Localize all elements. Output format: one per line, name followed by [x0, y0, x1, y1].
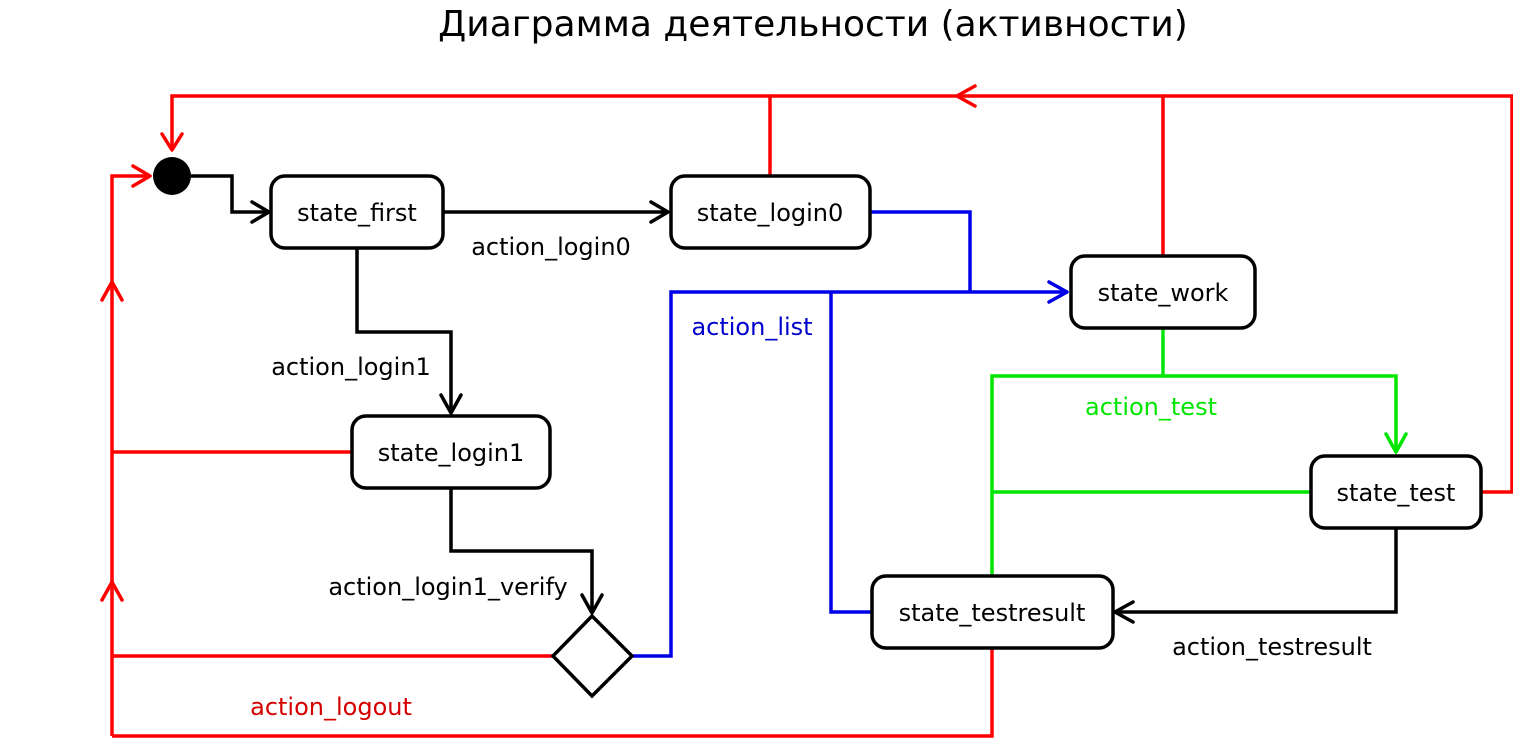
state-work-box: [1069, 254, 1257, 330]
edge-work-to-test: [1161, 328, 1398, 452]
initial-node-icon: [153, 157, 191, 195]
state-login1-box: [350, 414, 552, 490]
arrowhead-into-work: [1047, 280, 1069, 304]
arrowhead-into-test: [1384, 432, 1408, 454]
edge-first-to-login1: [355, 248, 453, 412]
state-first[interactable]: state_first: [269, 174, 445, 250]
state-login0[interactable]: state_login0: [669, 174, 872, 250]
state-testresult[interactable]: state_testresult: [870, 574, 1115, 650]
state-login0-label: state_login0: [697, 199, 844, 227]
green-test-edges: [990, 328, 1408, 576]
label-action-list: action_list: [691, 313, 812, 341]
label-action-test: action_test: [1085, 393, 1217, 421]
edge-testresult-logout: [112, 648, 994, 738]
edge-login0-to-work: [870, 210, 972, 292]
decision-diamond-icon: [550, 613, 635, 699]
edge-decision-to-work: [632, 290, 1063, 658]
edge-login0-to-start: [170, 94, 772, 176]
edge-start-to-first: [190, 174, 268, 214]
state-first-box: [269, 174, 445, 250]
diagram-title: Диаграмма деятельности (активности): [438, 4, 1188, 45]
state-test-box: [1309, 454, 1483, 530]
black-flow-edges: [190, 174, 1398, 624]
arrowhead-top-left: [955, 84, 977, 108]
label-action-testresult: action_testresult: [1172, 633, 1372, 661]
state-testresult-box: [870, 574, 1115, 650]
edge-left-return: [110, 174, 150, 736]
label-action-login1-verify: action_login1_verify: [328, 573, 567, 601]
state-login1-label: state_login1: [378, 439, 525, 467]
state-work[interactable]: state_work: [1069, 254, 1257, 330]
edge-test-to-testresult: [1116, 528, 1398, 614]
label-action-logout: action_logout: [250, 693, 412, 721]
blue-list-edges: [632, 210, 1069, 658]
arrowhead-into-start-left: [131, 164, 152, 188]
state-test-label: state_test: [1337, 479, 1456, 507]
edge-test-to-start: [1163, 94, 1513, 494]
arrowhead-into-start-top: [160, 132, 184, 152]
state-login0-box: [669, 174, 872, 250]
arrowhead-into-first: [250, 200, 271, 224]
state-login1[interactable]: state_login1: [350, 414, 552, 490]
arrowhead-left-up-2: [100, 580, 124, 602]
edge-login1-to-decision: [449, 488, 594, 612]
edge-testresult-to-work: [829, 292, 872, 614]
label-action-login0: action_login0: [471, 233, 631, 261]
red-return-edges: [100, 84, 1513, 738]
state-testresult-label: state_testresult: [899, 599, 1086, 627]
arrowhead-into-testresult: [1113, 600, 1135, 624]
arrowhead-left-up-1: [100, 280, 124, 302]
state-first-label: state_first: [297, 199, 417, 227]
arrowhead-into-login1: [439, 393, 463, 415]
state-test[interactable]: state_test: [1309, 454, 1483, 530]
state-work-label: state_work: [1098, 279, 1229, 307]
edge-green-horizontal: [990, 374, 1163, 576]
label-action-login1: action_login1: [271, 353, 431, 381]
arrowhead-into-login0: [649, 200, 670, 224]
arrowhead-into-decision: [580, 593, 604, 615]
